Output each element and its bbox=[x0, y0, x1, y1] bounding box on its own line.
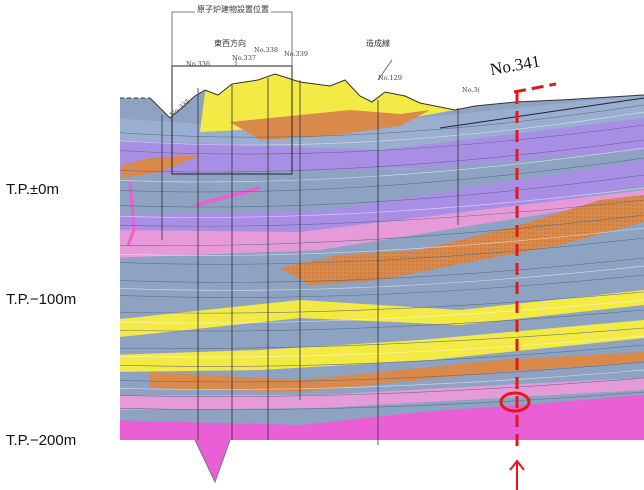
fill-line bbox=[439, 97, 644, 129]
elevation-label-0m: T.P.±0m bbox=[6, 181, 59, 198]
yellow-band-2 bbox=[120, 320, 644, 372]
orange-band-lower bbox=[150, 352, 644, 392]
borehole-label-3x: No.3( bbox=[462, 86, 481, 94]
building-zone-label: 原子炉建物設置位置 bbox=[195, 4, 271, 15]
orange-left-lens bbox=[122, 155, 200, 178]
stratum-lines bbox=[120, 104, 644, 410]
ground-surface-line bbox=[149, 73, 644, 119]
borehole-label-129: No.129 bbox=[378, 74, 402, 82]
direction-label: 東西方向 bbox=[214, 39, 246, 48]
borehole-lines bbox=[161, 78, 459, 445]
fill-line-label: 造成線 bbox=[366, 39, 390, 48]
borehole-label-339: No.339 bbox=[284, 50, 308, 58]
highlight-ring bbox=[499, 391, 531, 413]
pink-band-middle bbox=[120, 190, 644, 258]
violet-band-upper bbox=[120, 118, 644, 175]
elevation-label-minus-100m: T.P.−100m bbox=[6, 291, 77, 308]
elevation-label-minus-200m: T.P.−200m bbox=[6, 432, 77, 449]
yellow-band-1 bbox=[120, 290, 644, 338]
borehole-label-336: No.336 bbox=[186, 60, 210, 68]
borehole-label-337: No.337 bbox=[232, 54, 256, 62]
violet-band-middle bbox=[120, 160, 644, 245]
up-arrow-icon bbox=[509, 459, 525, 490]
strata bbox=[120, 74, 644, 482]
borehole-label-338: No.338 bbox=[254, 46, 278, 54]
orange-hill-lens bbox=[230, 110, 430, 140]
